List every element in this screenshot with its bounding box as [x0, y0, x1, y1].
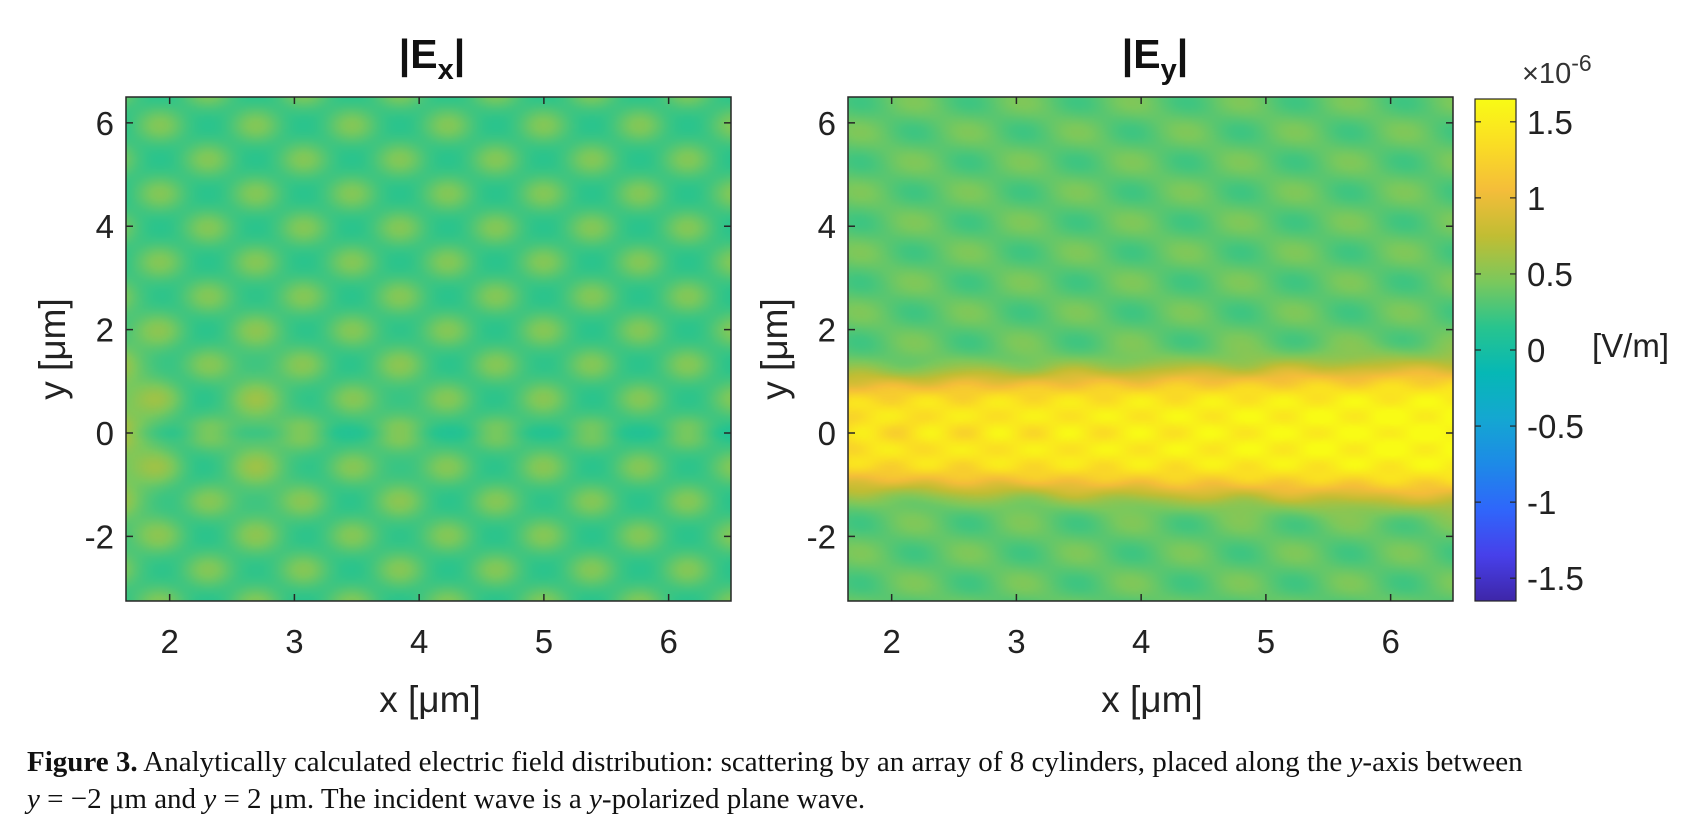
x-tick-label: 4: [410, 623, 428, 660]
caption-line-2: y = −2 μm and y = 2 μm. The incident wav…: [27, 781, 1677, 818]
figure-3-chart: |Ex| 2 3 4 5 6 -2 0 2 4 6 x [μm] y [μm] |Ey| 2 3 4 5…: [32, 31, 1669, 720]
plot-frame-ey: [847, 96, 1454, 602]
caption-text-1: Analytically calculated electric field d…: [137, 746, 1350, 778]
caption-text-3: = −2 μm and: [39, 783, 204, 815]
x-tick-label: 3: [285, 623, 303, 660]
x-tick-label: 2: [882, 623, 900, 660]
colorbar-gradient: [1474, 98, 1517, 602]
caption-var: y: [27, 783, 40, 815]
y-tick-label: 4: [818, 208, 836, 245]
colorbar-tick-label: -1: [1527, 484, 1556, 521]
y-tick-label: -2: [85, 518, 114, 555]
colorbar-tick-label: 0: [1527, 332, 1545, 369]
caption-line-1: Figure 3. Analytically calculated electr…: [27, 744, 1677, 781]
colorbar-ticks: 1.5 1 0.5 0 -0.5 -1 -1.5: [1475, 104, 1584, 597]
colorbar-unit-label: [V/m]: [1592, 327, 1669, 364]
colorbar-tick-label: -1.5: [1527, 560, 1584, 597]
caption-var: y: [1349, 746, 1363, 778]
heatmap-panel-ey: |Ey| 2 3 4 5 6 -2 0 2 4 6 x [μm] y [μm]: [754, 31, 1454, 720]
y-tick-label: 6: [96, 105, 114, 142]
plot-frame-ex: [125, 96, 732, 602]
caption-text-4: = 2 μm. The incident wave is a: [216, 783, 590, 815]
x-tick-label: 3: [1007, 623, 1025, 660]
x-tick-label: 5: [535, 623, 553, 660]
heatmap-image-ex: [126, 97, 731, 601]
caption-text-5: -polarized plane wave.: [601, 783, 866, 815]
x-tick-label: 2: [160, 623, 178, 660]
y-tick-label: 2: [96, 312, 114, 349]
chart-title-ey: |Ey|: [1122, 31, 1188, 86]
y-tick-label: 0: [96, 415, 114, 452]
x-tick-label: 6: [659, 623, 677, 660]
y-tick-label: 4: [96, 208, 114, 245]
x-axis-label-ey: x [μm]: [1101, 679, 1202, 720]
colorbar-tick-label: 1.5: [1527, 104, 1573, 141]
axis-ticks-ey: 2 3 4 5 6 -2 0 2 4 6: [807, 97, 1453, 660]
x-tick-label: 4: [1132, 623, 1150, 660]
y-tick-label: 0: [818, 415, 836, 452]
y-axis-label-ey: y [μm]: [754, 298, 795, 399]
chart-title-ex: |Ex|: [399, 31, 465, 86]
colorbar-tick-label: 0.5: [1527, 256, 1573, 293]
colorbar-tick-label: -0.5: [1527, 408, 1584, 445]
heatmap-panel-ex: |Ex| 2 3 4 5 6 -2 0 2 4 6 x [μm] y [μm]: [32, 31, 732, 720]
y-axis-label-ex: y [μm]: [32, 298, 73, 399]
y-tick-label: -2: [807, 518, 836, 555]
x-axis-label-ex: x [μm]: [379, 679, 480, 720]
x-tick-label: 6: [1381, 623, 1399, 660]
x-tick-label: 5: [1257, 623, 1275, 660]
y-tick-label: 2: [818, 312, 836, 349]
caption-var: y: [203, 783, 217, 815]
figure-caption: Figure 3. Analytically calculated electr…: [27, 744, 1677, 818]
heatmap-image-ey: [848, 97, 1453, 601]
colorbar-tick-label: 1: [1527, 180, 1545, 217]
y-tick-label: 6: [818, 105, 836, 142]
caption-text-2: -axis between: [1362, 746, 1523, 778]
caption-var: y: [589, 783, 602, 815]
colorbar-exponent: ×10-6: [1522, 50, 1592, 90]
axis-ticks-ex: 2 3 4 5 6 -2 0 2 4 6: [85, 97, 731, 660]
caption-label: Figure 3.: [27, 746, 138, 778]
colorbar: 1.5 1 0.5 0 -0.5 -1 -1.5 ×10-6 [V/m]: [1474, 50, 1669, 602]
